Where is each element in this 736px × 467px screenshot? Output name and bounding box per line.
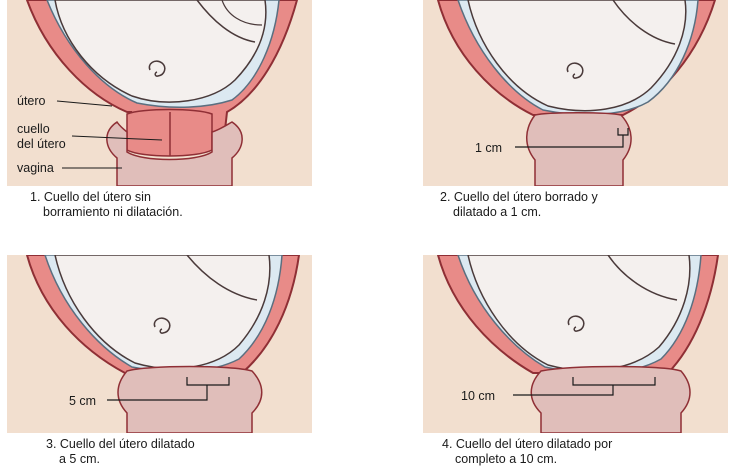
caption-line: 1. Cuello del útero sin [30, 190, 183, 205]
caption-panel-3: 3. Cuello del útero dilatado a 5 cm. [46, 437, 195, 467]
caption-panel-4: 4. Cuello del útero dilatado por complet… [442, 437, 612, 467]
label-dilation: 5 cm [69, 394, 96, 408]
caption-line: 3. Cuello del útero dilatado [46, 437, 195, 452]
panel-4-illustration: 10 cm [423, 255, 728, 433]
label-vagina: vagina [17, 161, 54, 175]
caption-line: completo a 10 cm. [442, 452, 612, 467]
caption-line: 4. Cuello del útero dilatado por [442, 437, 612, 452]
panel-3-illustration: 5 cm [7, 255, 312, 433]
vagina [527, 113, 631, 186]
label-uterus: útero [17, 94, 46, 108]
label-dilation: 1 cm [475, 141, 502, 155]
caption-line: borramiento ni dilatación. [30, 205, 183, 220]
label-cervix-line2: del útero [17, 137, 66, 151]
label-cervix-line1: cuello [17, 122, 50, 136]
label-dilation: 10 cm [461, 389, 495, 403]
panel-2-illustration: 1 cm [423, 0, 728, 186]
caption-panel-2: 2. Cuello del útero borrado y dilatado a… [440, 190, 598, 220]
caption-line: 2. Cuello del útero borrado y [440, 190, 598, 205]
caption-panel-1: 1. Cuello del útero sin borramiento ni d… [30, 190, 183, 220]
caption-line: a 5 cm. [46, 452, 195, 467]
vagina [531, 367, 690, 434]
caption-line: dilatado a 1 cm. [440, 205, 598, 220]
panel-1-illustration: útero cuello del útero vagina [7, 0, 312, 186]
